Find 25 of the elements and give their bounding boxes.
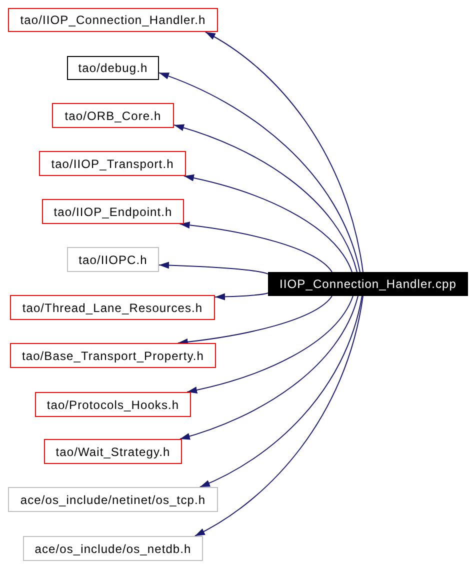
file-node: tao/ORB_Core.h (52, 103, 174, 128)
file-node: tao/Wait_Strategy.h (44, 439, 182, 464)
file-node: tao/IIOP_Endpoint.h (42, 199, 184, 224)
current-file-node: IIOP_Connection_Handler.cpp (268, 272, 468, 296)
file-node: ace/os_include/os_netdb.h (23, 536, 203, 561)
file-node: tao/IIOPC.h (67, 247, 159, 272)
file-node: tao/Base_Transport_Property.h (10, 343, 216, 368)
arrow (158, 262, 268, 274)
file-node: tao/Thread_Lane_Resources.h (10, 295, 215, 320)
arrow (199, 296, 362, 488)
arrow (214, 292, 268, 300)
arrow (204, 32, 364, 272)
arrow (186, 296, 354, 394)
file-node: tao/Protocols_Hooks.h (35, 392, 191, 417)
arrow (174, 124, 358, 272)
arrow (177, 296, 332, 346)
file-node: tao/debug.h (67, 56, 159, 80)
arrow (158, 72, 360, 272)
arrow (179, 222, 332, 272)
arrow (179, 296, 358, 440)
file-node: tao/IIOP_Transport.h (39, 151, 186, 176)
file-node: ace/os_include/netinet/os_tcp.h (8, 487, 218, 512)
arrow (183, 174, 352, 272)
file-node: tao/IIOP_Connection_Handler.h (8, 8, 218, 32)
arrow (194, 296, 364, 536)
